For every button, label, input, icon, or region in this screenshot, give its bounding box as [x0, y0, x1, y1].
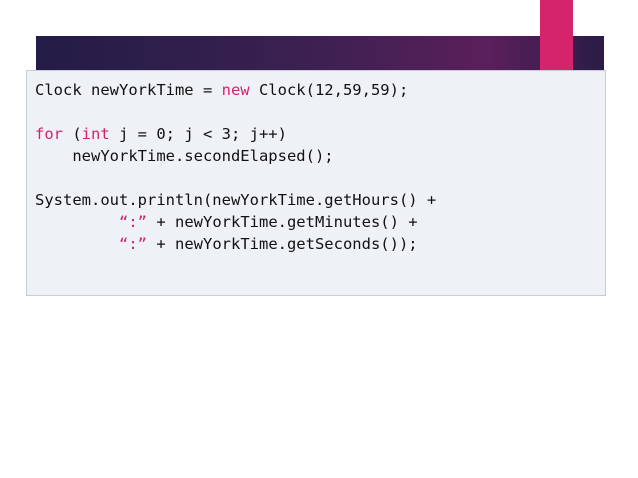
code-text: + newYorkTime.getSeconds()); [147, 235, 418, 253]
code-text: Clock newYorkTime = [35, 81, 222, 99]
keyword-for: for [35, 125, 63, 143]
string-literal: “:” [119, 235, 147, 253]
code-line-6: System.out.println(newYorkTime.getHours(… [35, 191, 437, 209]
keyword-int: int [81, 125, 110, 143]
code-line-8: “:” + newYorkTime.getSeconds()); [35, 233, 605, 255]
code-block: Clock newYorkTime = new Clock(12,59,59);… [26, 70, 606, 296]
keyword-new: new [221, 81, 250, 99]
string-literal: “:” [119, 213, 147, 231]
code-line-5 [35, 167, 605, 189]
code-text: Clock(12,59,59); [249, 81, 409, 99]
accent-tab [540, 0, 573, 78]
code-line-1: Clock newYorkTime = new Clock(12,59,59); [35, 79, 605, 101]
code-line-4: newYorkTime.secondElapsed(); [35, 147, 334, 165]
code-indent [35, 235, 119, 253]
code-text: + newYorkTime.getMinutes() + [147, 213, 418, 231]
code-text: ( [63, 125, 82, 143]
code-text: j = 0; j < 3; j++) [109, 125, 287, 143]
code-indent [35, 213, 119, 231]
code-line-2 [35, 101, 605, 123]
code-line-7: “:” + newYorkTime.getMinutes() + [35, 211, 605, 233]
code-line-3: for (int j = 0; j < 3; j++) [35, 123, 605, 145]
